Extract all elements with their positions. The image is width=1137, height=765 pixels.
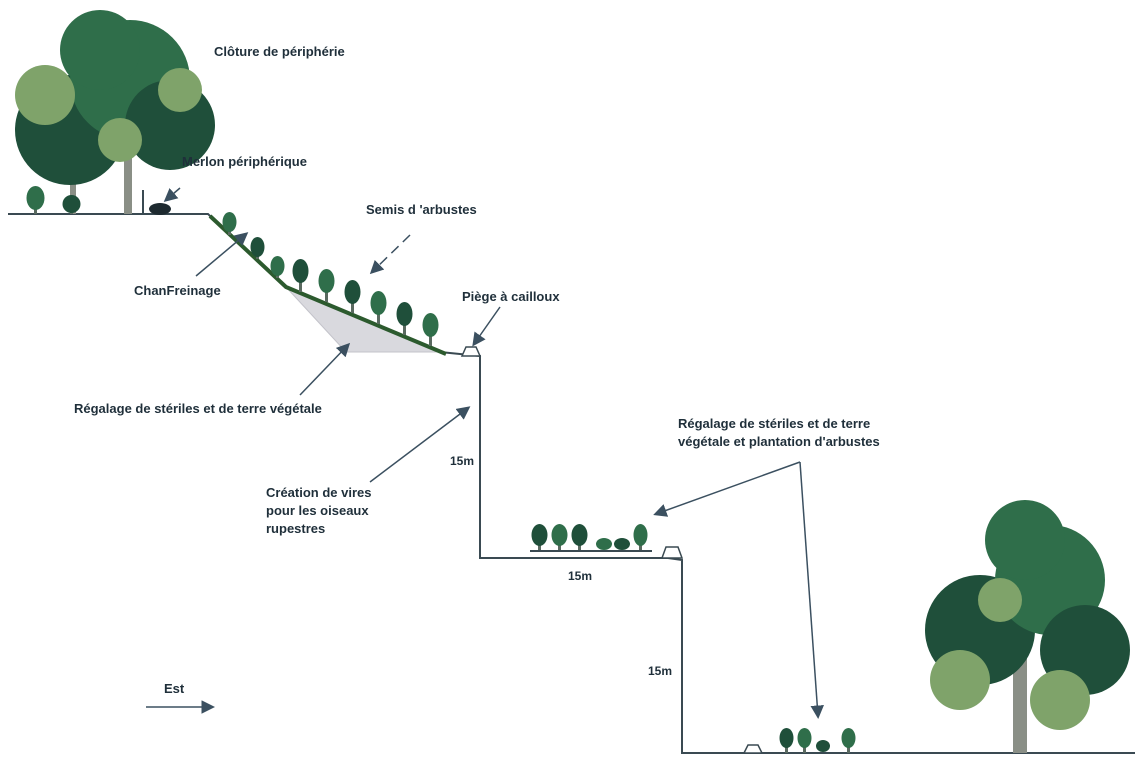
arrow-merlon (163, 187, 181, 202)
shrub-icon (344, 280, 361, 313)
label-vires: Création de vires pour les oiseaux rupes… (266, 485, 372, 536)
shrub-icon (614, 538, 630, 550)
shrub-icon (292, 259, 309, 292)
arrow-piege (472, 306, 501, 347)
shrub-icon (531, 524, 548, 551)
shrub-icon (551, 524, 568, 551)
shrub-icon (633, 524, 648, 551)
arrow-regalage-upper (299, 342, 351, 396)
merlon-icon (149, 203, 171, 215)
label-semis: Semis d 'arbustes (366, 202, 477, 217)
dimension-height-lower: 15m (648, 664, 673, 678)
rock-trap-icon (742, 744, 764, 754)
rock-trap-icon (660, 546, 684, 559)
label-est: Est (164, 681, 185, 696)
label-merlon: Merlon périphérique (182, 154, 307, 169)
label-cloture: Clôture de périphérie (214, 44, 345, 59)
label-chanfreinage: ChanFreinage (134, 283, 221, 298)
shrub-icon (571, 524, 588, 551)
label-regalage-lower: Régalage de stériles et de terre végétal… (678, 416, 880, 449)
shrub-icon (596, 538, 612, 550)
shrub-icon (841, 728, 856, 753)
dimension-width-bench: 15m (568, 569, 593, 583)
shrub-icon (270, 256, 285, 278)
arrow-regalage-lower-b (799, 461, 824, 719)
arrow-chanfreinage (195, 232, 249, 277)
shrub-icon (250, 237, 265, 259)
shrub-icon (779, 728, 794, 753)
arrow-semis (369, 234, 411, 275)
large-tree-icon (15, 10, 215, 214)
shrub-icon (370, 291, 387, 324)
dimension-height-upper: 15m (450, 454, 475, 468)
large-tree-icon (925, 500, 1130, 753)
shrub-icon (318, 269, 335, 302)
arrow-vires (369, 406, 471, 483)
shrub-icon (816, 740, 830, 752)
arrow-regalage-lower (653, 461, 801, 517)
shrub-icon (222, 212, 237, 235)
shrub-icon (26, 186, 45, 214)
shrub-icon (62, 195, 81, 214)
shrub-icon (797, 728, 812, 753)
shrub-icon (396, 302, 413, 335)
shrub-icon (422, 313, 439, 346)
label-regalage-upper: Régalage de stériles et de terre végétal… (74, 401, 322, 416)
rock-trap-icon (460, 346, 482, 357)
label-piege: Piège à cailloux (462, 289, 560, 304)
